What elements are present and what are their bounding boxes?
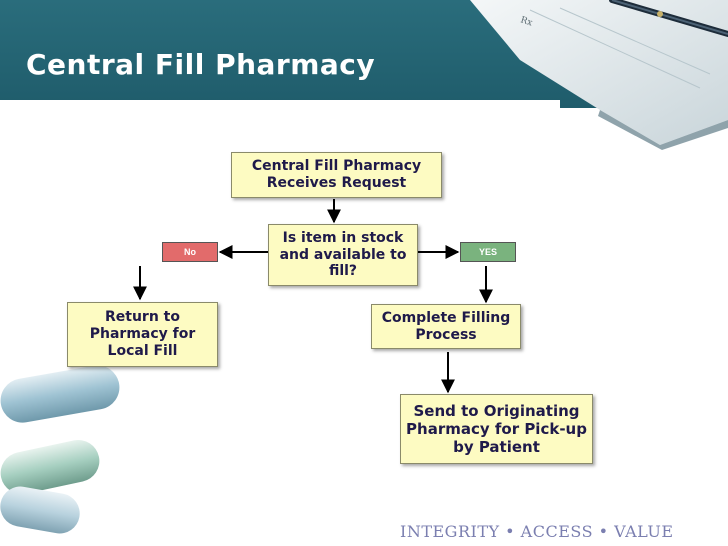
decision-label: Is item in stock and available to fill? [279,229,407,280]
decision-box: Is item in stock and available to fill? [268,224,418,286]
no-tag: No [162,242,218,262]
send-originating-box: Send to Originating Pharmacy for Pick-up… [400,394,593,464]
return-local-fill-box: Return to Pharmacy for Local Fill [67,302,218,367]
receives-request-label: Central Fill Pharmacy Receives Request [251,158,422,191]
yes-tag: YES [460,242,516,262]
complete-filling-box: Complete Filling Process [371,304,521,349]
complete-filling-label: Complete Filling Process [381,309,511,343]
prescription-pad-image: Rx [470,0,728,150]
footer-tagline: INTEGRITY • ACCESS • VALUE [400,522,674,541]
page-title: Central Fill Pharmacy [26,48,376,81]
send-originating-label: Send to Originating Pharmacy for Pick-up… [406,402,587,456]
banner-rule [0,100,560,108]
svg-text:Rx: Rx [519,15,533,28]
return-local-fill-label: Return to Pharmacy for Local Fill [89,309,196,359]
receives-request-box: Central Fill Pharmacy Receives Request [231,152,442,198]
